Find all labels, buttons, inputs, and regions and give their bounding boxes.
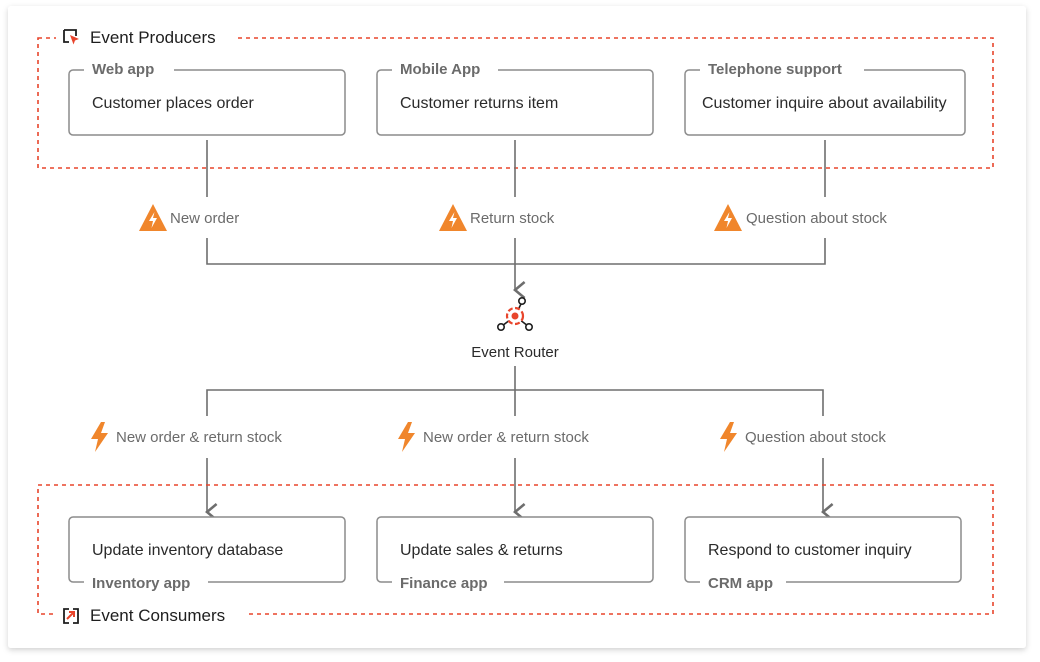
producer-title: Customer places order xyxy=(92,95,255,112)
event-router-icon xyxy=(496,296,534,332)
producer-title: Customer returns item xyxy=(400,95,558,112)
event-label: New order & return stock xyxy=(116,429,282,446)
consumer-box-inventory-app: Update inventory database Inventory app xyxy=(68,516,346,592)
event-bolt-icon xyxy=(91,422,108,452)
inbound-connectors xyxy=(206,140,826,299)
event-triangle-bolt-icon xyxy=(714,204,742,231)
consumer-box-crm-app: Respond to customer inquiry CRM app xyxy=(684,516,962,592)
producers-label-bg xyxy=(56,26,238,50)
consumer-tag: CRM app xyxy=(708,575,773,592)
producers-group: Event Producers Web app Customer places … xyxy=(37,26,994,169)
producers-label: Event Producers xyxy=(90,28,216,47)
diagram-card xyxy=(8,6,1026,648)
consumer-tag: Finance app xyxy=(400,575,488,592)
consumer-arrow-icon xyxy=(63,608,79,624)
box-tag-bg xyxy=(700,572,786,592)
box-tag-bg xyxy=(84,60,174,80)
consumers-label-bg xyxy=(56,603,248,627)
connector-line xyxy=(206,389,824,416)
event-router-label: Event Router xyxy=(471,344,559,361)
box-tag-bg xyxy=(700,60,864,80)
producer-box-telephone-support: Telephone support Customer inquire about… xyxy=(684,60,966,136)
consumer-title: Update sales & returns xyxy=(400,542,563,559)
consumer-title: Respond to customer inquiry xyxy=(708,542,912,559)
inbound-event-new-order: New order xyxy=(139,204,239,231)
outbound-event-finance: New order & return stock xyxy=(398,422,589,452)
producer-tag: Telephone support xyxy=(708,61,842,78)
event-router: Event Router xyxy=(471,296,559,361)
event-bolt-icon xyxy=(398,422,415,452)
inbound-event-question-about-stock: Question about stock xyxy=(714,204,887,231)
event-triangle-bolt-icon xyxy=(439,204,467,231)
consumers-group: Update inventory database Inventory app … xyxy=(37,484,994,627)
box-tag-bg xyxy=(392,60,498,80)
producer-cursor-icon xyxy=(63,29,79,45)
consumer-title: Update inventory database xyxy=(92,542,283,559)
consumer-tag: Inventory app xyxy=(92,575,190,592)
producer-box-web-app: Web app Customer places order xyxy=(68,60,346,136)
event-label: New order & return stock xyxy=(423,429,589,446)
box-tag-bg xyxy=(84,572,208,592)
event-label: Question about stock xyxy=(745,429,886,446)
box-tag-bg xyxy=(392,572,504,592)
event-label: Return stock xyxy=(470,210,555,227)
consumer-box-finance-app: Update sales & returns Finance app xyxy=(376,516,654,592)
producer-tag: Web app xyxy=(92,61,154,78)
inbound-event-return-stock: Return stock xyxy=(439,204,555,231)
producer-tag: Mobile App xyxy=(400,61,480,78)
event-bolt-icon xyxy=(720,422,737,452)
outbound-event-inventory: New order & return stock xyxy=(91,422,282,452)
consumers-label: Event Consumers xyxy=(90,606,225,625)
event-label: Question about stock xyxy=(746,210,887,227)
producer-box-mobile-app: Mobile App Customer returns item xyxy=(376,60,654,136)
connector-line xyxy=(206,238,826,265)
consumers-dashed-border xyxy=(37,484,994,615)
event-triangle-bolt-icon xyxy=(139,204,167,231)
producer-title: Customer inquire about availability xyxy=(702,95,947,112)
outbound-event-crm: Question about stock xyxy=(720,422,886,452)
outbound-connectors xyxy=(205,366,834,521)
event-label: New order xyxy=(170,210,239,227)
